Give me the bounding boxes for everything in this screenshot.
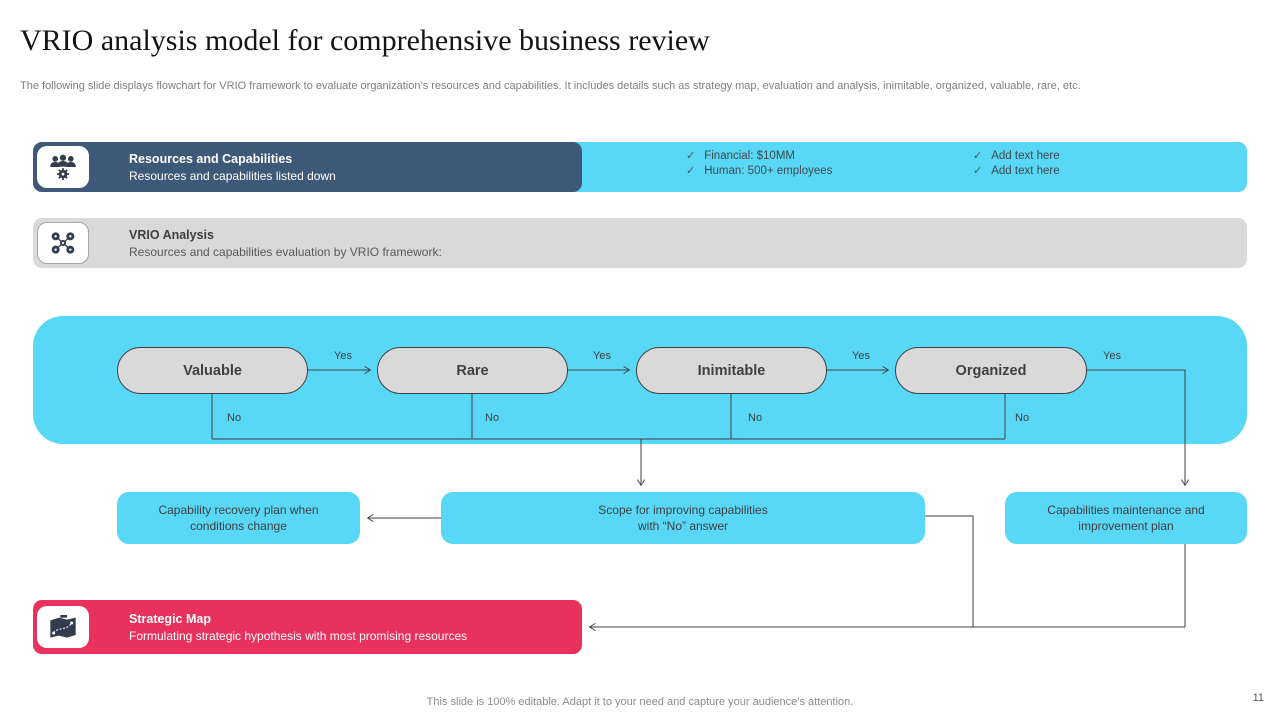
outcome-maintenance-label: Capabilities maintenance and improvement… [1047, 503, 1205, 533]
no-label: No [1015, 412, 1030, 424]
footer-note: This slide is 100% editable. Adapt it to… [426, 696, 854, 708]
yes-label: Yes [593, 350, 611, 362]
outcome-maintenance-box: Capabilities maintenance and improvement… [1005, 492, 1247, 544]
no-label: No [485, 412, 500, 424]
card-subtitle: Resources and capabilities listed down [129, 168, 336, 183]
outcome-recovery-box: Capability recovery plan when conditions… [117, 492, 360, 544]
strategic-map-card: Strategic Map Formulating strategic hypo… [33, 600, 582, 654]
check-icon: ✓ [973, 150, 983, 162]
checklist-item-label: Financial: $10MM [704, 150, 795, 162]
strategy-map-icon [37, 606, 89, 648]
checklist-item-label: Human: 500+ employees [704, 165, 833, 177]
page-number: 11 [1252, 692, 1264, 704]
card-title: VRIO Analysis [129, 227, 214, 242]
strategy-map-icon-graphic [50, 615, 76, 638]
page-subtitle: The following slide displays flowchart f… [20, 80, 1081, 92]
outcome-scope-box: Scope for improving capabilities with “N… [441, 492, 925, 544]
checklist-item: ✓ Add text here [973, 164, 1060, 178]
resources-capabilities-card: Resources and Capabilities Resources and… [33, 142, 582, 192]
yes-label: Yes [334, 350, 352, 362]
flow-step-organized: Organized [895, 347, 1087, 394]
outcome-recovery-label: Capability recovery plan when conditions… [158, 503, 319, 533]
no-label: No [748, 412, 763, 424]
yes-label: Yes [852, 350, 870, 362]
network-nodes-icon-graphic [51, 232, 75, 254]
check-icon: ✓ [686, 165, 696, 177]
page-title: VRIO analysis model for comprehensive bu… [20, 24, 710, 57]
flow-step-valuable: Valuable [117, 347, 308, 394]
card-subtitle: Resources and capabilities evaluation by… [129, 244, 442, 259]
checklist-item-label: Add text here [991, 150, 1060, 162]
card-title: Resources and Capabilities [129, 151, 293, 166]
checklist-item-label: Add text here [991, 165, 1060, 177]
card-title: Strategic Map [129, 611, 211, 626]
outcome-scope-label: Scope for improving capabilities with “N… [598, 503, 768, 533]
network-nodes-icon [37, 222, 89, 264]
check-icon: ✓ [973, 165, 983, 177]
checklist-item: ✓ Add text here [973, 149, 1060, 163]
checklist-column-2: ✓ Add text here ✓ Add text here [973, 149, 1060, 178]
checklist-item: ✓ Financial: $10MM [686, 149, 832, 163]
no-label: No [227, 412, 242, 424]
team-gear-icon [37, 146, 89, 188]
flow-step-inimitable: Inimitable [636, 347, 827, 394]
check-icon: ✓ [686, 150, 696, 162]
vrio-analysis-card: VRIO Analysis Resources and capabilities… [33, 218, 1247, 268]
team-gear-icon-graphic [50, 154, 76, 181]
resources-checklist-panel [560, 142, 1247, 192]
flow-step-rare: Rare [377, 347, 568, 394]
yes-label: Yes [1103, 350, 1121, 362]
checklist-column-1: ✓ Financial: $10MM ✓ Human: 500+ employe… [686, 149, 832, 178]
checklist-item: ✓ Human: 500+ employees [686, 164, 832, 178]
card-subtitle: Formulating strategic hypothesis with mo… [129, 628, 468, 643]
